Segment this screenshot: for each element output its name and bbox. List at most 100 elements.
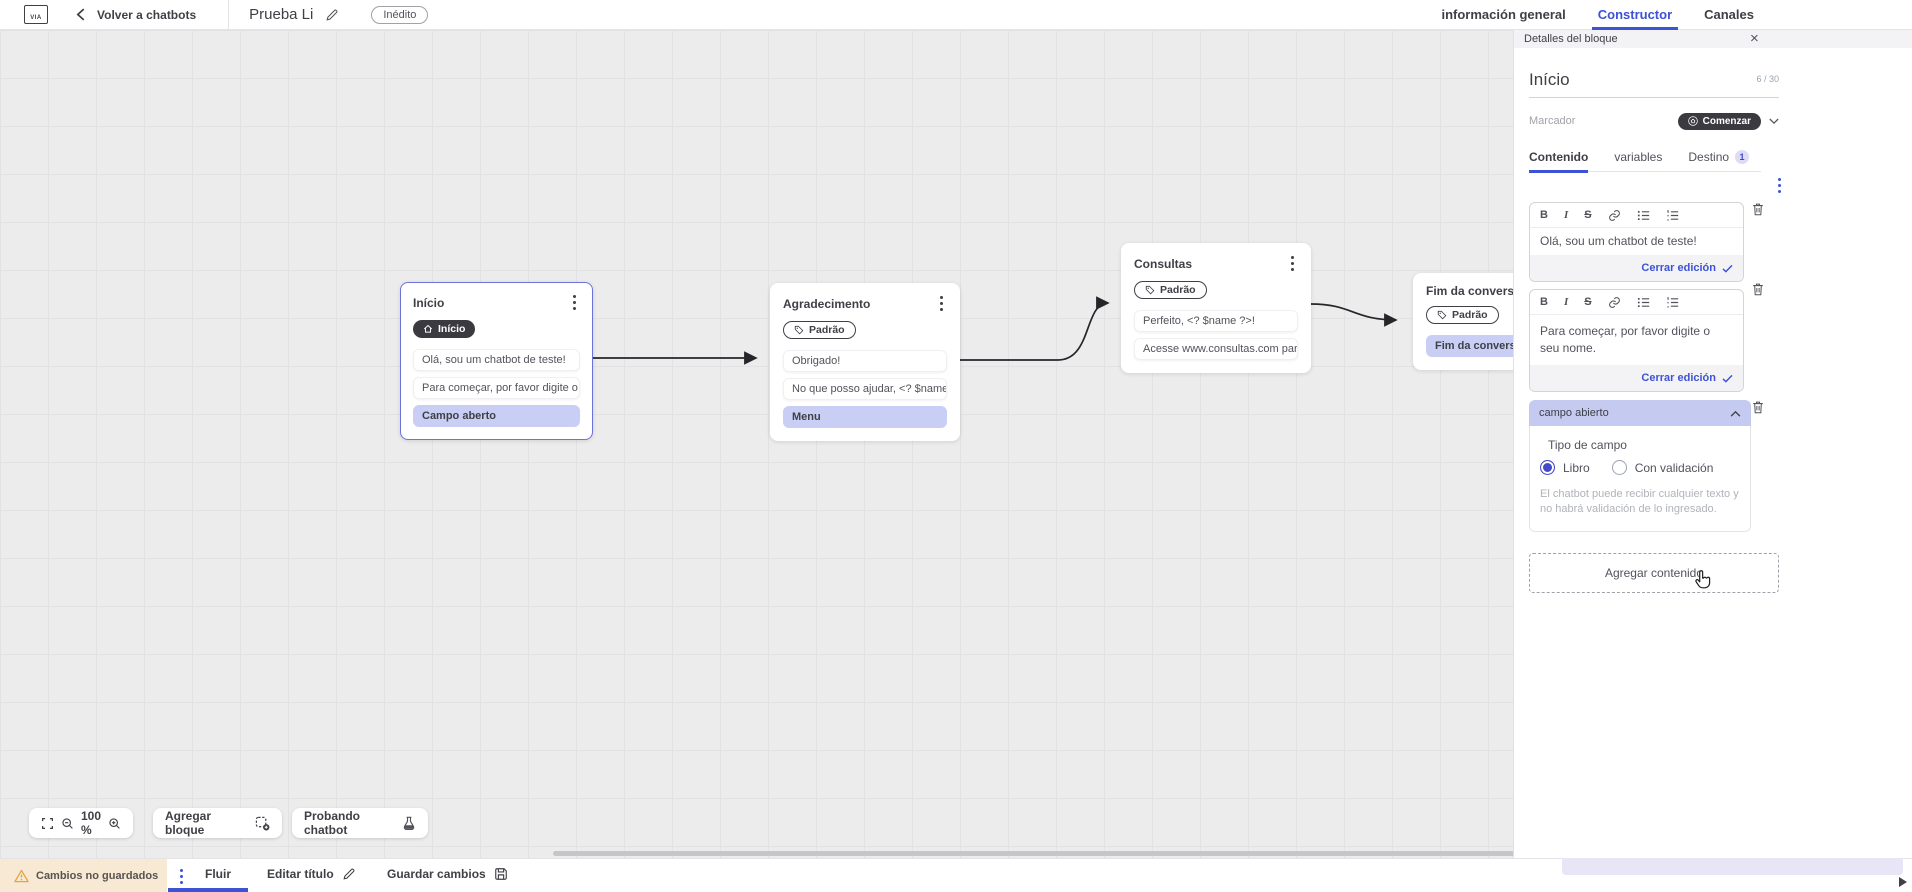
- tag-icon: [794, 325, 804, 335]
- edit-title-pencil-icon[interactable]: [325, 8, 339, 22]
- chatbot-title: Prueba Li: [249, 6, 314, 23]
- node-row[interactable]: Para começar, por favor digite o ...: [413, 377, 580, 399]
- delete-open-field-icon[interactable]: [1751, 400, 1765, 415]
- top-nav-tabs: información general Constructor Canales: [1441, 0, 1754, 30]
- node-menu-icon[interactable]: [569, 293, 580, 312]
- bullet-list-icon[interactable]: [1637, 209, 1650, 222]
- block-name-field[interactable]: Início 6 / 30: [1529, 60, 1779, 98]
- radio-con-validacion-label[interactable]: Con validación: [1634, 460, 1714, 475]
- panel-menu-icon[interactable]: [1774, 176, 1785, 195]
- fullscreen-icon[interactable]: [41, 817, 54, 830]
- panel-header: Detalles del bloque: [1514, 30, 1912, 48]
- content-editor-1: B I S Olá, sou um chatbot de teste! Cer: [1529, 202, 1744, 282]
- back-chevron-icon[interactable]: [76, 8, 85, 21]
- numbered-list-icon[interactable]: [1666, 296, 1679, 309]
- node-row[interactable]: Acesse www.consultas.com par...: [1134, 338, 1298, 360]
- unsaved-changes-indicator: Cambios no guardados: [0, 859, 167, 892]
- node-title: Fim da conversa: [1426, 284, 1521, 298]
- top-header: VIA Volver a chatbots Prueba Li Inédito …: [0, 0, 1912, 30]
- close-edit-link[interactable]: Cerrar edición: [1641, 372, 1716, 384]
- marker-value-pill[interactable]: Comenzar: [1677, 112, 1761, 130]
- flow-menu-icon[interactable]: [176, 867, 187, 886]
- canvas-horizontal-scrollbar[interactable]: [553, 851, 1561, 856]
- add-content-button[interactable]: Agregar contenido: [1529, 553, 1779, 593]
- tab-destino[interactable]: Destino 1: [1688, 142, 1750, 172]
- delete-content-icon[interactable]: [1751, 282, 1765, 297]
- radio-libro[interactable]: [1540, 460, 1555, 475]
- block-details-panel: Detalles del bloque × Início 6 / 30 Marc…: [1513, 30, 1912, 858]
- node-row-campo-aberto[interactable]: Campo aberto: [413, 405, 580, 427]
- tab-variables[interactable]: variables: [1614, 149, 1663, 164]
- edit-title-button[interactable]: Editar título: [267, 867, 356, 881]
- node-row-menu[interactable]: Menu: [783, 406, 947, 428]
- back-to-chatbots-link[interactable]: Volver a chatbots: [97, 7, 197, 22]
- strikethrough-icon[interactable]: S: [1584, 296, 1592, 308]
- zoom-level: 100 %: [81, 809, 102, 837]
- node-title: Consultas: [1134, 256, 1193, 271]
- bold-icon[interactable]: B: [1540, 209, 1548, 221]
- node-menu-icon[interactable]: [1287, 254, 1298, 273]
- link-icon[interactable]: [1608, 296, 1621, 309]
- zoom-out-icon[interactable]: [61, 817, 74, 830]
- chevron-up-icon[interactable]: [1730, 410, 1741, 417]
- zoom-toolbar: 100 %: [29, 808, 133, 838]
- add-block-label: Agregar bloque: [165, 809, 212, 837]
- test-chatbot-button[interactable]: Probando chatbot: [292, 808, 428, 838]
- node-badge-padrao: Padrão: [1426, 306, 1499, 324]
- node-row[interactable]: No que posso ajudar, <? $name ...: [783, 378, 947, 400]
- strikethrough-icon[interactable]: S: [1584, 209, 1592, 221]
- pencil-icon: [343, 868, 355, 880]
- radio-con-validacion[interactable]: [1611, 460, 1627, 475]
- close-edit-link[interactable]: Cerrar edición: [1641, 262, 1716, 274]
- char-counter: 6 / 30: [1756, 74, 1779, 84]
- flow-tab[interactable]: Fluir: [205, 867, 231, 881]
- editor-toolbar: B I S: [1530, 290, 1743, 315]
- editor-toolbar: B I S: [1530, 203, 1743, 228]
- close-panel-icon[interactable]: ×: [1750, 30, 1759, 47]
- panel-title: Detalles del bloque: [1524, 33, 1618, 45]
- flask-icon: [402, 816, 416, 830]
- node-agradecimento[interactable]: Agradecimento Padrão Obrigado! No que po…: [770, 283, 960, 441]
- node-title: Início: [413, 295, 445, 310]
- delete-content-icon[interactable]: [1751, 202, 1765, 217]
- open-field-header[interactable]: campo abierto: [1529, 400, 1751, 426]
- italic-icon[interactable]: I: [1563, 296, 1569, 308]
- home-icon: [423, 324, 433, 333]
- bold-icon[interactable]: B: [1540, 296, 1548, 308]
- save-changes-button[interactable]: Guardar cambios: [387, 867, 508, 881]
- tab-informacion-general[interactable]: información general: [1441, 7, 1566, 22]
- field-type-options: Libro Con validación: [1540, 460, 1740, 475]
- bullet-list-icon[interactable]: [1637, 296, 1650, 309]
- check-icon: [1722, 374, 1733, 383]
- marker-label: Marcador: [1529, 115, 1576, 127]
- node-row[interactable]: Obrigado!: [783, 350, 947, 372]
- warning-icon: [14, 869, 29, 882]
- zoom-in-icon[interactable]: [108, 817, 121, 830]
- radio-libro-label[interactable]: Libro: [1563, 460, 1590, 475]
- numbered-list-icon[interactable]: [1666, 209, 1679, 222]
- tab-constructor[interactable]: Constructor: [1591, 0, 1679, 30]
- content-editor-2: B I S Para começar, por favor digite o s…: [1529, 289, 1744, 392]
- tab-canales[interactable]: Canales: [1704, 7, 1754, 22]
- chevron-down-icon[interactable]: [1769, 118, 1779, 125]
- node-consultas[interactable]: Consultas Padrão Perfeito, <? $name ?>! …: [1121, 243, 1311, 373]
- italic-icon[interactable]: I: [1563, 209, 1569, 221]
- marker-row: Marcador Comenzar: [1529, 104, 1779, 138]
- app-logo: VIA: [24, 5, 48, 24]
- tab-contenido[interactable]: Contenido: [1529, 142, 1589, 173]
- node-menu-icon[interactable]: [936, 294, 947, 313]
- node-row[interactable]: Olá, sou um chatbot de teste!: [413, 349, 580, 371]
- node-row[interactable]: Perfeito, <? $name ?>!: [1134, 310, 1298, 332]
- add-block-button[interactable]: Agregar bloque: [153, 808, 282, 838]
- editor-text[interactable]: Para começar, por favor digite o seu nom…: [1540, 324, 1711, 355]
- editor-text[interactable]: Olá, sou um chatbot de teste!: [1540, 234, 1697, 248]
- status-badge: Inédito: [371, 5, 429, 24]
- flow-canvas[interactable]: [0, 30, 1513, 858]
- flow-tab-underline: [168, 888, 248, 892]
- node-badge-inicio: Início: [413, 320, 476, 338]
- link-icon[interactable]: [1608, 209, 1621, 222]
- node-badge-padrao: Padrão: [1134, 281, 1207, 299]
- node-inicio[interactable]: Início Início Olá, sou um chatbot de tes…: [400, 282, 593, 440]
- home-icon: [1687, 116, 1698, 126]
